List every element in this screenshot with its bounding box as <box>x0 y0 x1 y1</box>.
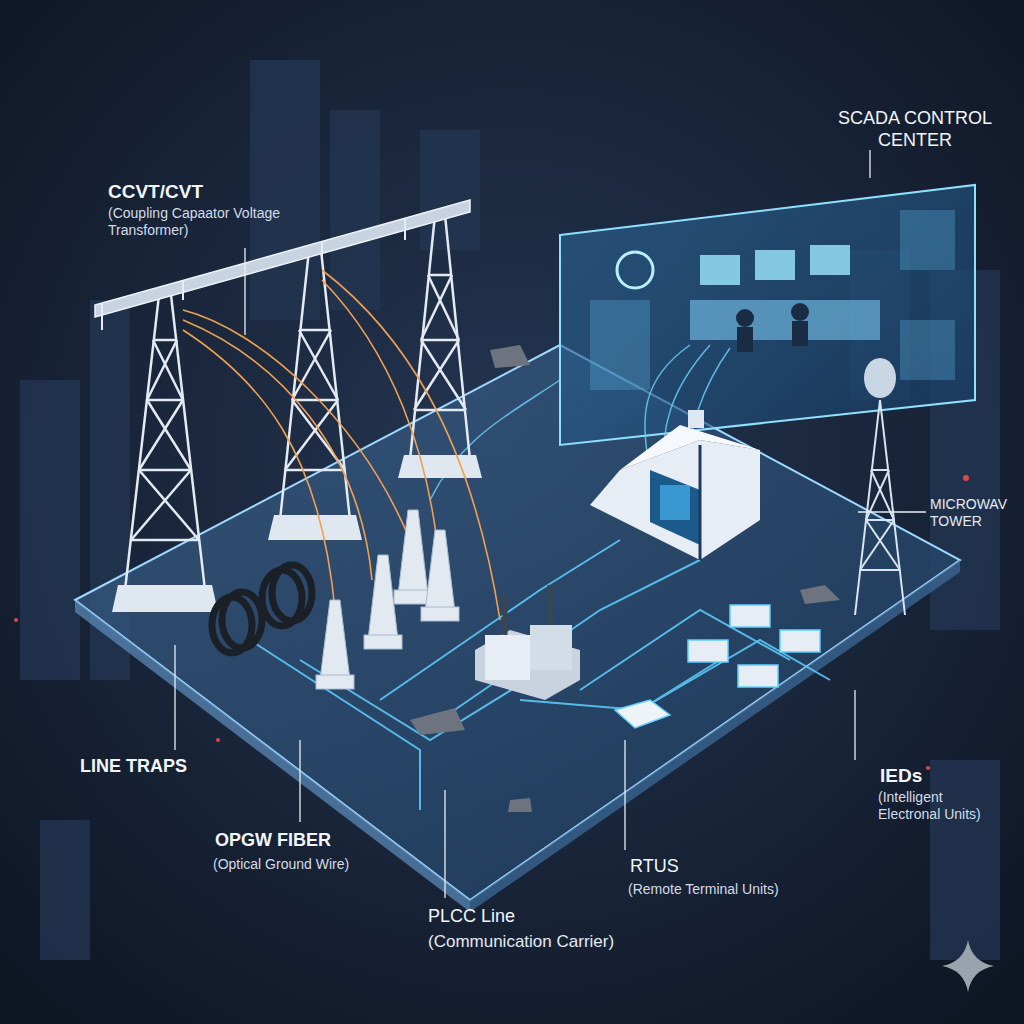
cvt-insulators <box>316 510 459 689</box>
control-room <box>590 210 955 390</box>
microwave-dish <box>864 358 896 398</box>
callout-subtitle: (Remote Terminal Units) <box>628 881 828 898</box>
circuit-traces <box>250 540 830 810</box>
ied-units <box>688 605 820 687</box>
callout-subtitle: (Intelligent Electronal Units) <box>878 789 1008 823</box>
callout-heading: OPGW FIBER <box>215 830 415 852</box>
callout-heading: MICROWAV TOWER <box>930 496 1018 530</box>
callout-heading: RTUS <box>630 856 750 878</box>
callout-heading: IEDs <box>880 764 980 787</box>
callout-heading: LINE TRAPS <box>80 756 240 778</box>
power-transformer <box>475 585 580 700</box>
scada-panel <box>560 185 975 445</box>
leader-lines <box>175 150 926 898</box>
corner-star <box>942 940 994 992</box>
callout-subtitle: (Communication Carrier) <box>428 932 648 953</box>
line-trap-coils <box>212 565 312 653</box>
control-building <box>590 410 760 560</box>
callout-heading: CCVT/CVT <box>108 180 308 203</box>
callout-heading: SCADA CONTROL CENTER <box>820 108 1010 152</box>
callout-subtitle: (Coupling Capaator Voltage Transformer) <box>108 205 308 239</box>
microwave-tower <box>855 400 905 615</box>
rtu-box <box>615 700 670 728</box>
callout-subtitle: (Optical Ground Wire) <box>213 856 413 873</box>
callout-heading: PLCC Line <box>428 906 628 928</box>
conductors <box>183 270 500 620</box>
isometric-platform <box>75 345 960 900</box>
city-skyline <box>20 60 1000 960</box>
gantry-beam <box>95 200 470 317</box>
